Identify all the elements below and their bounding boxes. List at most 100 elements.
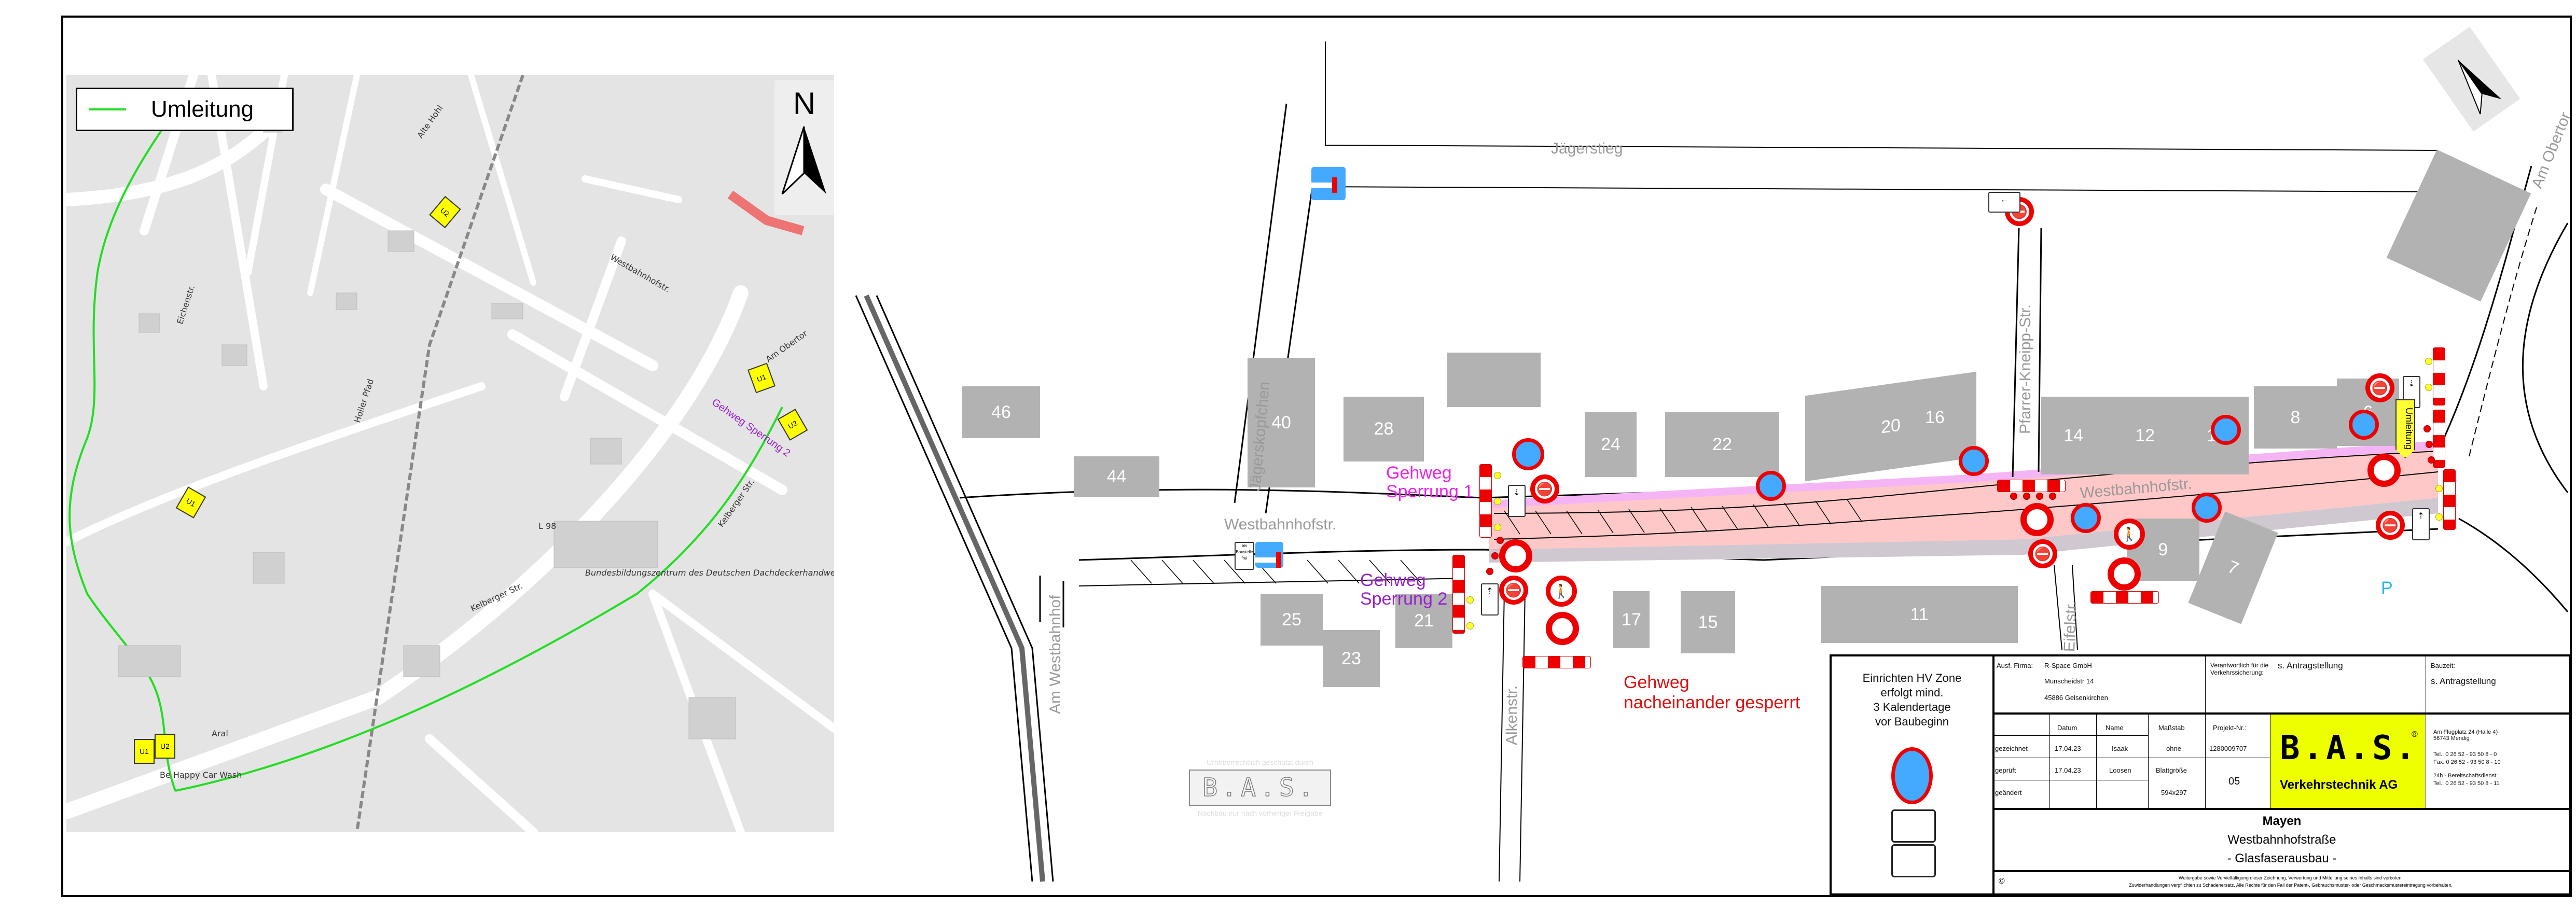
registered-icon: ® <box>2412 730 2418 739</box>
no-pedestrians-sign-icon: 🚶 <box>1546 576 1577 607</box>
copyright-watermark: Urheberrechtlich geschützt durch B.A.S. … <box>1189 758 1331 817</box>
no-entry-sign-icon <box>2020 503 2054 536</box>
company-tel: Tel.: 0 26 52 - 93 50 8 - 0 <box>2433 751 2497 758</box>
tow-away-sign-icon <box>1891 844 1936 877</box>
pedestrian-detour-sign-icon: ⇡ <box>2412 508 2430 540</box>
warning-light-icon <box>2425 358 2432 365</box>
projekt-value: 1280009707 <box>2209 745 2247 752</box>
projekt-label: Projekt-Nr.: <box>2213 724 2247 732</box>
warning-light-icon <box>2435 513 2443 521</box>
dead-end-sign-icon <box>1311 167 1346 200</box>
no-stopping-sign-icon <box>2211 415 2241 445</box>
detour-sign-u1-c: U1 <box>134 739 155 764</box>
building-11: 11 <box>1821 586 2018 643</box>
building-40: 40 <box>1248 358 1315 487</box>
company-logo-box: B.A.S. ® Verkehrstechnik AG <box>2270 715 2425 808</box>
building-21: 21 <box>1395 594 1452 648</box>
building-8: 8 <box>2254 386 2337 449</box>
overview-map: Umleitung N Alte Hohl Eichenstr. Westbah… <box>66 75 834 832</box>
company-logo: B.A.S. <box>2280 729 2419 767</box>
company-name: Verkehrstechnik AG <box>2280 778 2398 792</box>
street-label-westbahnhofstr-left: Westbahnhofstr. <box>1224 516 1337 533</box>
warning-light-red-icon <box>2428 456 2435 464</box>
title-block-note-panel: Einrichten HV Zone erfolgt mind. 3 Kalen… <box>1832 656 1995 893</box>
row-geprueft-datum: 17.04.23 <box>2055 766 2081 774</box>
warning-light-red-icon <box>2049 493 2056 500</box>
company-address: Am Flugplatz 24 (Halle 4) 56743 Mendig <box>2433 729 2498 742</box>
barrier-east-1 <box>2433 347 2445 405</box>
street-label-l98: L 98 <box>538 521 557 531</box>
warning-light-red-icon <box>1486 568 1493 575</box>
building-23: 23 <box>1323 630 1380 687</box>
warning-light-icon <box>1494 524 1501 531</box>
massstab-value: ohne <box>2166 745 2181 752</box>
ausf-firma-name: R-Space GmbH <box>2044 662 2092 669</box>
hv-zone-note: Einrichten HV Zone erfolgt mind. 3 Kalen… <box>1862 672 1962 728</box>
warning-light-icon <box>1494 498 1501 505</box>
ausf-firma-label: Ausf. Firma: <box>1997 662 2033 669</box>
building-24: 24 <box>1585 412 1637 477</box>
no-entry-sign-icon <box>2108 557 2141 591</box>
project-description: - Glasfaserausbau - <box>2227 851 2337 865</box>
barrier-eifel <box>2090 591 2159 604</box>
no-entry-sign-icon <box>1546 612 1579 645</box>
no-stopping-sign-icon <box>1512 438 1544 470</box>
ausf-firma-street: Munscheidstr 14 <box>2044 677 2094 685</box>
blattgroesse-label: Blattgröße <box>2156 766 2187 774</box>
street-label-eifelstr: Eifelstr. <box>2061 600 2080 652</box>
warning-light-red-icon <box>2423 425 2431 432</box>
overview-map-roads <box>66 75 834 832</box>
street-label-am-westbahnhof: Am Westbahnhof <box>1047 595 1064 714</box>
building-22: 22 <box>1665 412 1779 477</box>
verantwortlich-label: Verantwortlich für die Verkehrssicherung… <box>2210 662 2269 676</box>
no-stopping-sign-icon <box>2349 410 2379 440</box>
company-fax: Fax: 0 26 52 - 93 50 8 - 10 <box>2433 759 2501 765</box>
row-gezeichnet-name: Isaak <box>2112 745 2128 752</box>
gehweg-sperrung-2-label: Gehweg Sperrung 2 <box>1360 570 1448 609</box>
detail-north-arrow-icon <box>2422 26 2520 132</box>
pedestrian-detour-sign-icon: ⇡ <box>1481 583 1499 616</box>
poi-carwash: Be Happy Car Wash <box>160 770 242 780</box>
title-block: Einrichten HV Zone erfolgt mind. 3 Kalen… <box>1830 654 2571 896</box>
no-pedestrians-sign-icon: 🚶 <box>2114 519 2145 550</box>
building-46: 46 <box>962 386 1040 438</box>
no-stopping-sign-icon <box>2071 503 2101 533</box>
no-pedestrians-sign-icon: ⛔ <box>2376 511 2405 540</box>
verantwortlich-value: s. Antragstellung <box>2278 661 2343 670</box>
gehweg-sperrung-1-label: Gehweg Sperrung 1 <box>1386 463 1474 501</box>
bauzeit-label: Bauzeit: <box>2431 662 2455 669</box>
copyright-icon: © <box>1999 877 2005 886</box>
ausf-firma-city: 45886 Gelsenkirchen <box>2044 694 2108 702</box>
building-16: 16 <box>1925 407 1945 427</box>
barrier-alken <box>1522 656 1591 668</box>
building-15: 15 <box>1681 591 1735 653</box>
no-stopping-sign-icon <box>1756 471 1786 501</box>
closure-highlight <box>727 190 805 235</box>
drawing-frame <box>61 16 2572 897</box>
barrier-east-3 <box>2443 469 2456 530</box>
street-label-jaegerstieg: Jägerstieg <box>1551 140 1623 157</box>
detour-route <box>68 95 187 791</box>
legend-line-swatch <box>89 108 126 110</box>
pedestrian-detour-sign-icon: ⇣ <box>1508 485 1526 517</box>
no-pedestrians-sign-icon: ⛔ <box>1530 474 1559 504</box>
building-top-mid <box>1447 353 1541 407</box>
barrier-pfarrer <box>1997 480 2066 492</box>
building-17: 17 <box>1613 591 1650 648</box>
building-28: 28 <box>1344 397 1424 462</box>
warning-light-red-icon <box>1491 552 1499 560</box>
row-geaendert-label: geändert <box>1995 789 2022 796</box>
bereitschaft-tel: Tel.: 0 26 52 - 93 50 8 - 11 <box>2433 780 2500 787</box>
project-city: Mayen <box>2262 814 2302 828</box>
zone-end-sign-icon <box>1891 809 1936 843</box>
pedestrian-detour-sign-icon: ← <box>1988 192 2020 213</box>
street-label-pfarrer-kneipp: Pfarrer-Kneipp-Str. <box>2017 304 2034 434</box>
sidewalk-closed-area <box>1489 441 2438 508</box>
warning-light-icon <box>1466 622 1474 630</box>
no-pedestrians-sign-icon: ⛔ <box>2365 373 2394 402</box>
project-info: Mayen Westbahnhofstraße - Glasfaserausba… <box>1992 812 2571 868</box>
row-geprueft-name: Loosen <box>2109 766 2131 774</box>
poi-bbz: Bundesbildungszentrum des Deutschen Dach… <box>585 568 834 578</box>
barrier-west-1 <box>1479 464 1492 538</box>
